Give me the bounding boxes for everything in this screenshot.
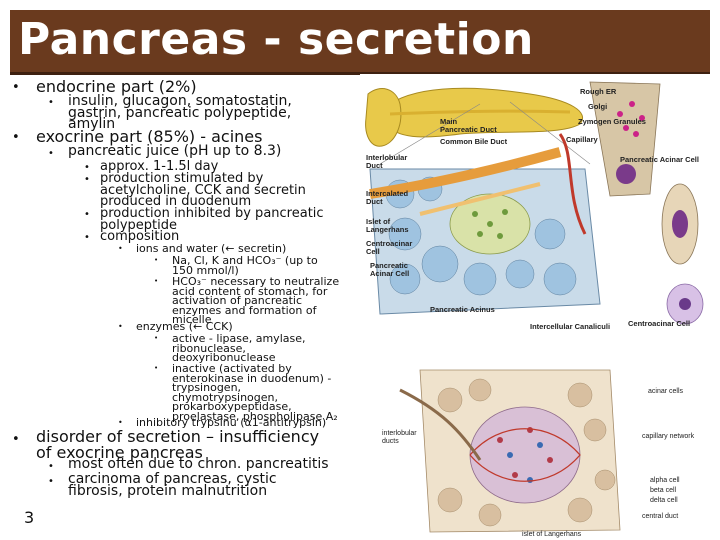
line: micelle xyxy=(172,313,212,326)
label-zymogen: Zymogen Granules xyxy=(578,117,646,126)
enzymes: enzymes (← CCK) xyxy=(136,320,233,333)
electrolytes: Na, Cl, K and HCO₃⁻ (up to 150 mmol/l) xyxy=(172,254,318,277)
slide-title: Pancreas - secretion xyxy=(18,14,534,65)
line: active - lipase, amylase, xyxy=(172,332,306,345)
line: disorder of secretion – insufficiency xyxy=(36,427,320,446)
line: carcinoma of pancreas, cystic xyxy=(68,471,277,487)
label-bile-duct: Common Bile Duct xyxy=(440,137,508,146)
bicarbonate-role: HCO₃⁻ necessary to neutralize acid conte… xyxy=(172,275,340,326)
line: gastrin, pancreatic polypeptide, xyxy=(68,104,292,121)
line: 150 mmol/l) xyxy=(172,263,239,277)
label-canaliculi: Intercellular Canaliculi xyxy=(530,322,610,331)
line: production inhibited by pancreatic xyxy=(100,206,324,221)
line: ribonuclease, xyxy=(172,341,246,355)
label-beta-cell: beta cell xyxy=(650,487,677,494)
bullet-dot: • xyxy=(48,97,54,108)
line: polypeptide xyxy=(100,217,177,233)
label-golgi: Golgi xyxy=(588,102,607,111)
label-capillary: Capillary xyxy=(566,135,599,144)
bullet-dot: • xyxy=(154,364,159,372)
production-inhibited: production inhibited by pancreatic polyp… xyxy=(100,206,324,233)
bullet-dot: • xyxy=(154,277,159,285)
label-central-duct: central duct xyxy=(642,513,678,520)
inactive-enzymes: inactive (activated by enterokinase in d… xyxy=(172,362,338,423)
bullet-dot: • xyxy=(48,476,54,487)
endocrine-heading: endocrine part (2%) xyxy=(36,77,197,96)
composition: composition xyxy=(100,229,180,244)
line: prokarboxypeptidase, xyxy=(172,400,292,413)
label-capillary-network: capillary network xyxy=(642,433,695,440)
title-bar: Pancreas - secretion xyxy=(10,10,710,75)
line: proelastase, phospholipase A₂ xyxy=(172,409,338,423)
bullet-dot: • xyxy=(84,209,90,220)
exocrine-heading: exocrine part (85%) - acines xyxy=(36,127,263,146)
line: inactive (activated by xyxy=(172,362,292,375)
pancreatic-juice: pancreatic juice (pH up to 8.3) xyxy=(68,143,282,159)
line: activation of pancreatic xyxy=(172,294,303,307)
production-stimulated: production stimulated by acetylcholine, … xyxy=(100,171,306,209)
label-acinar-cells: acinar cells xyxy=(648,388,684,395)
line: chymotrypsinogen, xyxy=(172,390,279,404)
bullet-dot: • xyxy=(118,322,123,331)
bullet-dot: • xyxy=(84,174,90,185)
bullet-dot: • xyxy=(12,80,20,95)
label-rough-er: Rough ER xyxy=(580,87,617,96)
line: acetylcholine, CCK and secretin xyxy=(100,182,306,198)
line: Na, Cl, K and HCO₃⁻ (up to xyxy=(172,254,318,267)
line: enterokinase in duodenum) - xyxy=(172,371,332,385)
bullet-dot: • xyxy=(84,232,90,243)
juice-volume: approx. 1-1.5l day xyxy=(100,159,219,174)
label-acinar-cell-top: Pancreatic Acinar Cell xyxy=(620,155,699,164)
line: deoxyribonuclease xyxy=(172,351,276,364)
line: insulin, glucagon, somatostatin, xyxy=(68,93,292,109)
line: fibrosis, protein malnutrition xyxy=(68,482,268,499)
label-delta-cell: delta cell xyxy=(650,497,678,504)
bullet-dot: • xyxy=(118,418,123,427)
inhibitory-trypsin: inhibitory trypsinu (α1-antitrypsin) xyxy=(136,416,327,429)
line: HCO₃⁻ necessary to neutralize xyxy=(172,275,340,288)
active-enzymes: active - lipase, amylase, ribonuclease, … xyxy=(172,332,306,364)
slide-number: 3 xyxy=(24,508,35,527)
bullet-dot: • xyxy=(12,432,20,447)
bullet-dot: • xyxy=(154,334,159,342)
bullet-dot: • xyxy=(84,162,90,173)
line: production stimulated by xyxy=(100,171,264,186)
line: trypsinogen, xyxy=(172,381,242,394)
label-centroacinar-cell: Centroacinar Cell xyxy=(628,319,690,328)
endocrine-hormones: insulin, glucagon, somatostatin, gastrin… xyxy=(68,93,292,132)
label-islet-of-langerhans: islet of Langerhans xyxy=(522,531,582,538)
line: produced in duodenum xyxy=(100,194,252,209)
chronic-pancreatitis: most often due to chron. pancreatitis xyxy=(68,456,329,472)
bullet-dot: • xyxy=(12,130,20,145)
label-alpha-cell: alpha cell xyxy=(650,477,680,484)
line: amylin xyxy=(68,116,116,132)
bullet-dot: • xyxy=(48,148,54,159)
disorder-heading: disorder of secretion – insufficiency of… xyxy=(36,429,319,461)
ions-water: ions and water (← secretin) xyxy=(136,242,287,255)
bullet-dot: • xyxy=(154,256,159,264)
line: of exocrine pancreas xyxy=(36,443,203,462)
label-acinus: Pancreatic Acinus xyxy=(430,305,495,314)
line: acid content of stomach, for xyxy=(172,284,328,298)
line: enzymes and formation of xyxy=(172,303,317,317)
carcinoma-causes: carcinoma of pancreas, cystic fibrosis, … xyxy=(68,471,277,499)
bullet-dot: • xyxy=(118,244,123,253)
bullet-dot: • xyxy=(48,461,54,472)
